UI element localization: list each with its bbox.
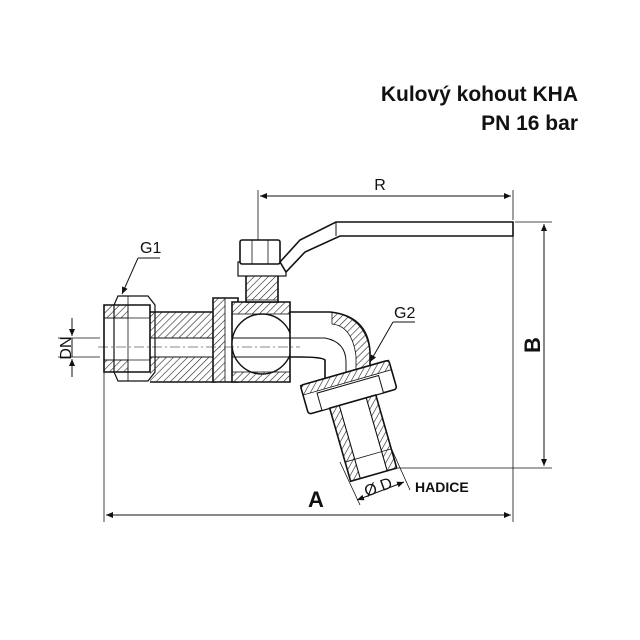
title-line-1: Kulový kohout KHA (380, 83, 578, 106)
dimension-d-line (356, 481, 405, 501)
label-g2: G2 (394, 305, 415, 322)
handle-lever (279, 221, 514, 274)
label-b: B (520, 337, 545, 353)
dimension-lines (58, 190, 552, 522)
valve-body (103, 221, 514, 483)
ball (231, 313, 293, 375)
label-dn: DN (58, 336, 75, 359)
label-hadice: HADICE (415, 479, 469, 495)
stem-nut (239, 239, 281, 265)
label-g1: G1 (140, 240, 161, 257)
title-line-2: PN 16 bar (481, 112, 578, 135)
label-d: Ø D (362, 475, 395, 501)
label-a: A (308, 487, 324, 512)
label-r: R (374, 177, 386, 194)
